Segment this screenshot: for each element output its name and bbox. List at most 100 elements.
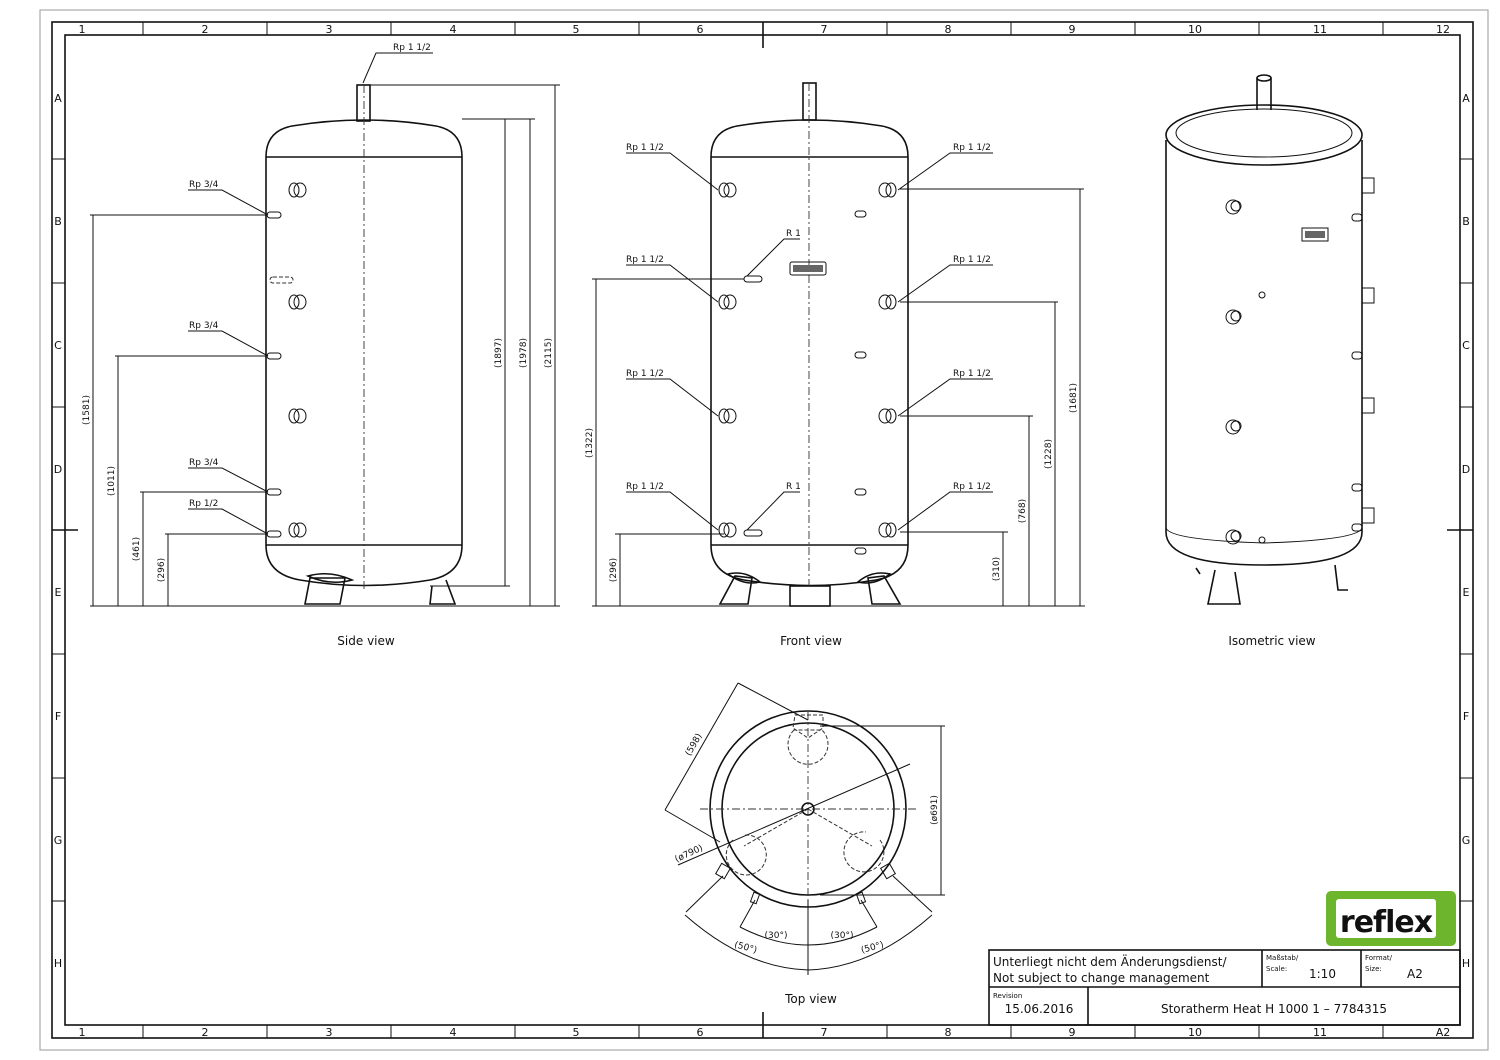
grid-label: B [1462, 215, 1470, 228]
grid-label: A [54, 92, 62, 105]
drawing-line [897, 152, 993, 531]
dimension-label: (598) [684, 732, 705, 758]
drawing-line [878, 182, 892, 198]
dimension-label: (296) [609, 558, 619, 582]
drawing-line [90, 214, 266, 606]
bottom-outlet [789, 585, 831, 607]
format-label: Size: [1365, 965, 1382, 973]
drawing-line [723, 294, 737, 310]
drawing-line [723, 182, 737, 198]
drawing-line [1361, 287, 1375, 304]
drawing-line [1258, 536, 1266, 544]
dimension-label: (1011) [107, 466, 117, 496]
drawing-line [1351, 213, 1363, 222]
grid-label: 11 [1313, 1026, 1327, 1039]
grid-label: 3 [326, 1026, 333, 1039]
dimension-label: (1322) [585, 428, 595, 458]
tank-outline [710, 119, 909, 587]
drawing-line [1361, 177, 1375, 194]
grid-label: A2 [1436, 1026, 1451, 1039]
drawing-line [743, 529, 763, 537]
grid-label: 10 [1188, 1026, 1202, 1039]
drawing-line [677, 763, 911, 866]
drawing-line [1334, 564, 1348, 591]
product-title: Storatherm Heat H 1000 1 – 7784315 [1161, 1002, 1387, 1016]
revision-date: 15.06.2016 [1005, 1002, 1074, 1016]
drawing-line [1225, 529, 1241, 545]
tank-top [1165, 104, 1363, 166]
drawing-line [743, 275, 763, 283]
grid-label: 5 [573, 23, 580, 36]
dimension-lines [90, 84, 560, 606]
drawing-line [1230, 310, 1242, 322]
drawing-line [854, 488, 867, 496]
drawing-line [188, 330, 269, 357]
drawing-line [188, 189, 269, 216]
inner-frame [64, 34, 1461, 1026]
grid-label: F [55, 710, 61, 723]
drawing-line [1301, 227, 1329, 242]
grid-label: 5 [573, 1026, 580, 1039]
drawing-line [664, 682, 809, 843]
grid-label: E [1463, 586, 1470, 599]
drawing-line [878, 294, 892, 310]
drawing-line [885, 408, 897, 424]
top-pipe [356, 84, 371, 122]
grid-label: 7 [821, 1026, 828, 1039]
connection-sockets [718, 182, 897, 555]
drawing-line [885, 522, 897, 538]
logo-text: reflex [1340, 905, 1433, 940]
dimension-label: (1228) [1044, 439, 1054, 469]
drawing-line [269, 276, 294, 284]
drawing-line [1258, 291, 1266, 299]
grid-label: G [54, 834, 63, 847]
grid-label: B [54, 215, 62, 228]
drawing-line [1305, 231, 1325, 238]
drawing-line [1256, 74, 1272, 82]
format-label: Format/ [1365, 954, 1393, 962]
reflex-badge-icon [789, 261, 827, 276]
grid-label: 12 [1436, 23, 1450, 36]
connection-label: Rp 1/2 [189, 499, 218, 509]
drawing-line [188, 508, 269, 535]
drawing-line [592, 278, 744, 606]
top-view: (598) (ø790) (ø691) (30°) (30°) (50°) (5… [664, 682, 945, 1006]
drawing-line [1361, 507, 1375, 524]
drawing-line [626, 152, 719, 531]
drawing-line [429, 579, 457, 605]
drawing-line [879, 862, 897, 880]
drawing-line [718, 572, 762, 605]
grid-label: 3 [326, 23, 333, 36]
dimension-label: (30°) [831, 931, 854, 941]
scale-value: 1:10 [1309, 967, 1336, 981]
drawing-line [718, 522, 730, 538]
grid-label: 7 [821, 23, 828, 36]
connection-label: Rp 1 1/2 [626, 482, 664, 492]
drawing-line [304, 572, 355, 605]
drawing-line [370, 84, 560, 606]
dimension-label: (50°) [733, 940, 758, 956]
drawing-line [700, 712, 918, 975]
connection-label: Rp 1 1/2 [626, 369, 664, 379]
grid-label: 2 [202, 23, 209, 36]
drawing-line: Rp 1 1/2 Rp 1 1/2 Rp 1 1/2 Rp 1 1/2 Rp 1… [626, 143, 991, 492]
grid-label: 8 [945, 1026, 952, 1039]
drawing-line [749, 891, 761, 905]
grid-label: 4 [450, 23, 457, 36]
grid-row-labels: A B C D E F G H A B C D E F G H [54, 92, 1471, 970]
drawing-line: (1581) (1011) (461) (296) (1897) (1978) … [82, 338, 554, 582]
grid-label: F [1463, 710, 1469, 723]
drawing-line [1361, 397, 1375, 414]
reflex-badge-icon [1301, 227, 1329, 242]
dimension-label: (ø790) [674, 843, 705, 865]
connection-sockets [266, 182, 307, 538]
drawing-line [711, 156, 908, 546]
drawing-line [792, 714, 824, 739]
grid-label: 11 [1313, 23, 1327, 36]
grid-label: 6 [697, 1026, 704, 1039]
drawing-line [718, 182, 730, 198]
reflex-logo: reflex [1326, 891, 1456, 946]
connection-label: Rp 3/4 [189, 321, 219, 331]
drawing-line [878, 408, 892, 424]
